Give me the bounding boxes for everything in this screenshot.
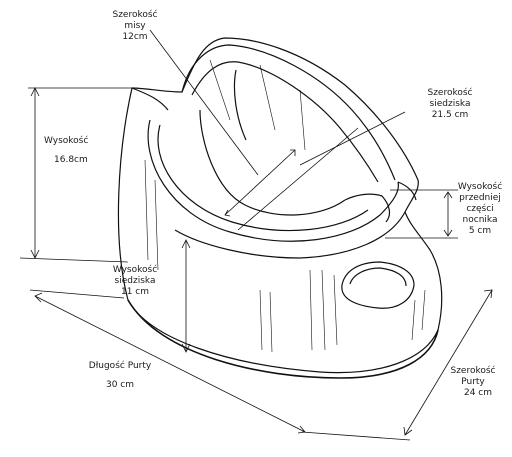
potty-body xyxy=(117,37,443,379)
length-value: 30 cm xyxy=(105,380,135,390)
bowl-width-line2: misy xyxy=(124,21,146,31)
seat-height-value: 11 cm xyxy=(120,287,150,297)
seat-width-value: 21.5 cm xyxy=(431,110,469,120)
width-value: 24 cm xyxy=(463,388,493,398)
seat-width-title: Szerokość xyxy=(427,88,473,98)
length-title: Długość Purty xyxy=(88,361,152,371)
seat-width-line2: siedziska xyxy=(429,99,471,109)
width-label: Szerokość Purty 24 cm xyxy=(440,366,506,399)
seat-width-label: Szerokość siedziska 21.5 cm xyxy=(415,88,485,121)
width-title: Szerokość xyxy=(450,366,496,376)
front-height-line3: części xyxy=(466,204,494,214)
seat-height-label: Wysokość siedziska 11 cm xyxy=(104,265,166,298)
bowl-width-value: 12cm xyxy=(122,32,148,42)
front-height-line4: nocnika xyxy=(462,215,498,225)
height-title: Wysokość xyxy=(44,136,89,146)
bowl-width-label: Szerokość misy 12cm xyxy=(100,10,170,43)
front-height-title: Wysokość xyxy=(457,182,503,192)
length-label: Długość Purty 30 cm xyxy=(80,361,160,391)
height-value: 16.8cm xyxy=(54,155,88,165)
height-label: Wysokość 16.8cm xyxy=(44,136,88,166)
front-height-line2: przedniej xyxy=(459,193,501,203)
seat-height-title: Wysokość xyxy=(112,265,158,275)
seat-height-line2: siedziska xyxy=(114,276,156,286)
width-line2: Purty xyxy=(461,377,485,387)
front-height-label: Wysokość przedniej części nocnika 5 cm xyxy=(452,182,508,237)
dimension-lines xyxy=(19,29,493,441)
front-height-value: 5 cm xyxy=(468,226,492,236)
bowl-width-title: Szerokość xyxy=(112,10,158,20)
